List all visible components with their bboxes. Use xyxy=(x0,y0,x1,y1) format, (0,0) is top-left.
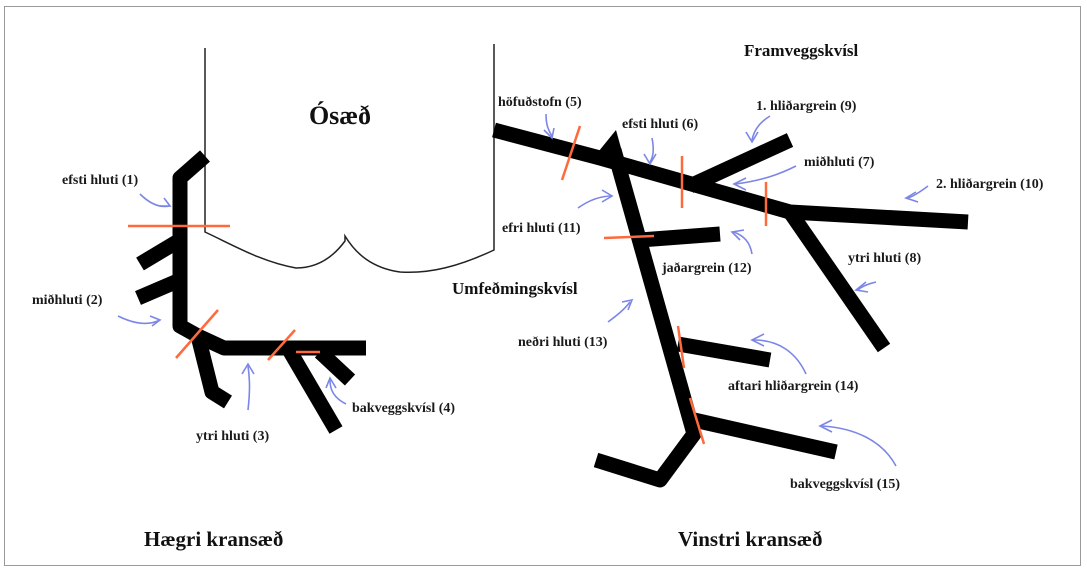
label-lad-proximal: efsti hluti (6) xyxy=(622,117,699,132)
arrow xyxy=(149,315,162,327)
arrow xyxy=(325,376,337,389)
arrow xyxy=(854,281,869,293)
arrow xyxy=(117,315,161,325)
arrow xyxy=(733,231,753,255)
right-coronary-artery xyxy=(135,150,366,434)
cut-mark xyxy=(560,125,582,181)
arrow xyxy=(545,113,553,137)
arrow xyxy=(732,177,747,191)
arrow xyxy=(621,298,634,311)
arrow xyxy=(750,333,765,347)
label-lad-mid: miðhluti (7) xyxy=(804,154,875,170)
arrow xyxy=(735,165,797,185)
arrow xyxy=(543,127,555,140)
label-circumflex-proximal: efri hluti (11) xyxy=(502,221,581,236)
label-lad-section: Framveggskvísl xyxy=(744,41,859,60)
arrow xyxy=(601,189,614,203)
label-rca-proximal: efsti hluti (1) xyxy=(62,173,139,188)
label-diagonal-2: 2. hliðargrein (10) xyxy=(936,176,1044,192)
label-left-main: höfuðstofn (5) xyxy=(498,94,582,110)
title-right-coronary: Hægri kransæð xyxy=(144,527,283,551)
lca-main-stem xyxy=(492,122,969,230)
arrow xyxy=(643,153,657,166)
pointer-arrows xyxy=(117,113,929,467)
cut-mark xyxy=(175,309,219,359)
title-left-coronary: Vinstri kransæð xyxy=(678,527,823,551)
cut-mark xyxy=(676,325,686,369)
label-lca-posterior: bakveggskvísl (15) xyxy=(790,477,900,492)
label-circumflex-distal: neðri hluti (13) xyxy=(518,334,608,350)
rca-posterior-branch-small xyxy=(314,346,356,386)
lca-circumflex xyxy=(593,147,702,488)
cut-mark xyxy=(267,329,296,361)
lca-bifurcation-knob xyxy=(590,130,626,166)
lca-cut-marks xyxy=(560,125,768,445)
label-circumflex-section: Umfeðmingskvísl xyxy=(452,279,578,298)
lca-marginal xyxy=(639,226,721,248)
aorta-outline xyxy=(204,44,495,274)
arrow xyxy=(241,362,255,375)
rca-posterior-branch xyxy=(281,344,343,434)
arrow xyxy=(730,229,745,241)
lca-distal-lad xyxy=(783,207,891,353)
cut-mark xyxy=(603,234,655,240)
arrow xyxy=(745,131,759,144)
arrow xyxy=(649,137,655,163)
rca-cut-marks xyxy=(128,224,320,361)
arrow xyxy=(857,281,877,291)
arrow xyxy=(818,419,833,433)
left-coronary-artery xyxy=(492,122,969,488)
arrow xyxy=(607,301,631,323)
arrow xyxy=(907,185,929,199)
cut-mark xyxy=(688,397,706,445)
label-diagonal-1: 1. hliðargrein (9) xyxy=(756,98,857,114)
label-lad-distal: ytri hluti (8) xyxy=(848,251,921,266)
arrow xyxy=(329,379,347,405)
label-marginal: jaðargrein (12) xyxy=(661,260,752,276)
aorta-label: Ósæð xyxy=(309,101,371,130)
arrow xyxy=(904,191,919,203)
rca-distal-branch xyxy=(190,334,232,409)
arrow xyxy=(247,365,251,411)
lca-diagonal-1 xyxy=(686,133,794,193)
arrow xyxy=(821,425,897,467)
lca-posterior-branch xyxy=(692,412,838,460)
label-rca-mid: miðhluti (2) xyxy=(32,292,103,308)
label-rca-distal: ytri hluti (3) xyxy=(196,429,269,444)
arrow xyxy=(160,197,172,207)
arrow xyxy=(753,339,807,375)
arrow xyxy=(751,115,771,141)
label-rca-posterior: bakveggskvísl (4) xyxy=(352,401,455,416)
rca-origin-segment xyxy=(172,150,366,356)
rca-side-branch-lower xyxy=(135,273,183,305)
rca-side-branch-upper xyxy=(136,233,184,271)
label-posterolateral: aftari hliðargrein (14) xyxy=(728,378,859,394)
lca-posterior-lateral xyxy=(676,336,772,368)
arrow xyxy=(577,195,613,209)
